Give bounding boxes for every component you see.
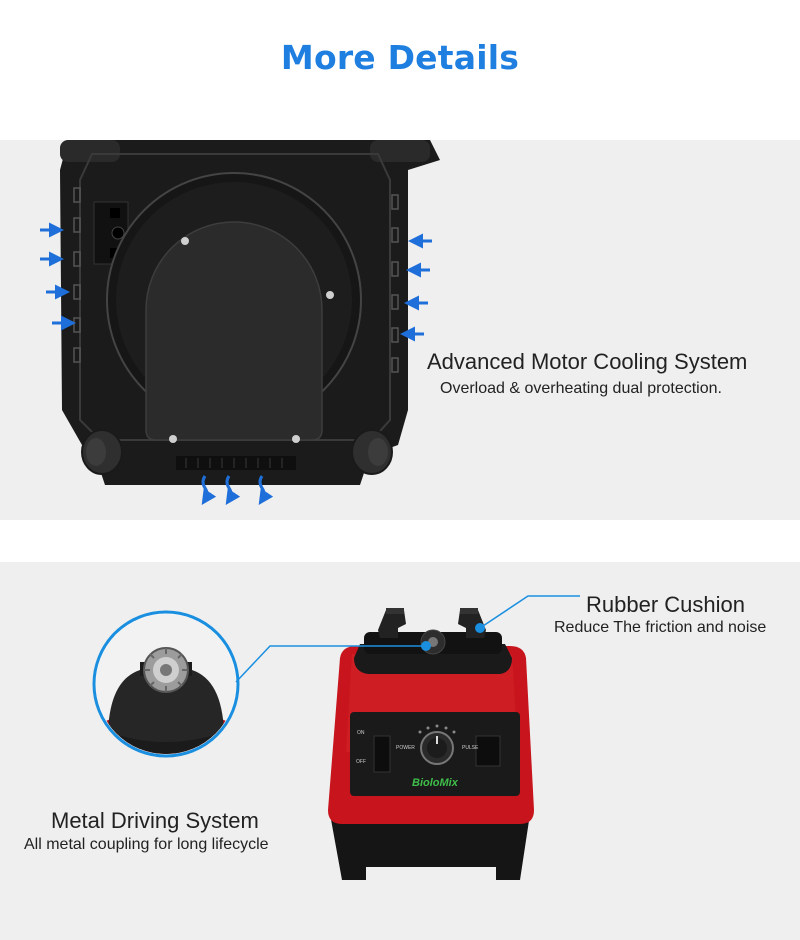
knob-pulse-label: PULSE [462, 745, 479, 751]
switch-off-label: OFF [356, 759, 366, 765]
cooling-subtitle: Overload & overheating dual protection. [440, 380, 722, 397]
blender-image [92, 595, 580, 880]
blender-panel: ON OFF POWER PULSE BioloMix [0, 562, 800, 940]
page-title: More Details [280, 38, 520, 77]
brand-logo-text: BioloMix [412, 777, 458, 789]
switch-on-label: ON [357, 730, 365, 736]
cushion-title: Rubber Cushion [586, 592, 745, 617]
motor-base-image [60, 140, 440, 485]
driving-title: Metal Driving System [51, 808, 259, 833]
cooling-panel [0, 140, 800, 520]
cushion-subtitle: Reduce The friction and noise [554, 619, 767, 636]
driving-subtitle: All metal coupling for long lifecycle [24, 836, 269, 853]
arrow-down-icon [201, 475, 217, 505]
airflow-arrows [40, 222, 432, 505]
knob-power-label: POWER [396, 745, 415, 751]
arrow-down-icon [258, 475, 274, 505]
cooling-title: Advanced Motor Cooling System [427, 349, 748, 374]
arrow-down-icon [225, 475, 241, 505]
